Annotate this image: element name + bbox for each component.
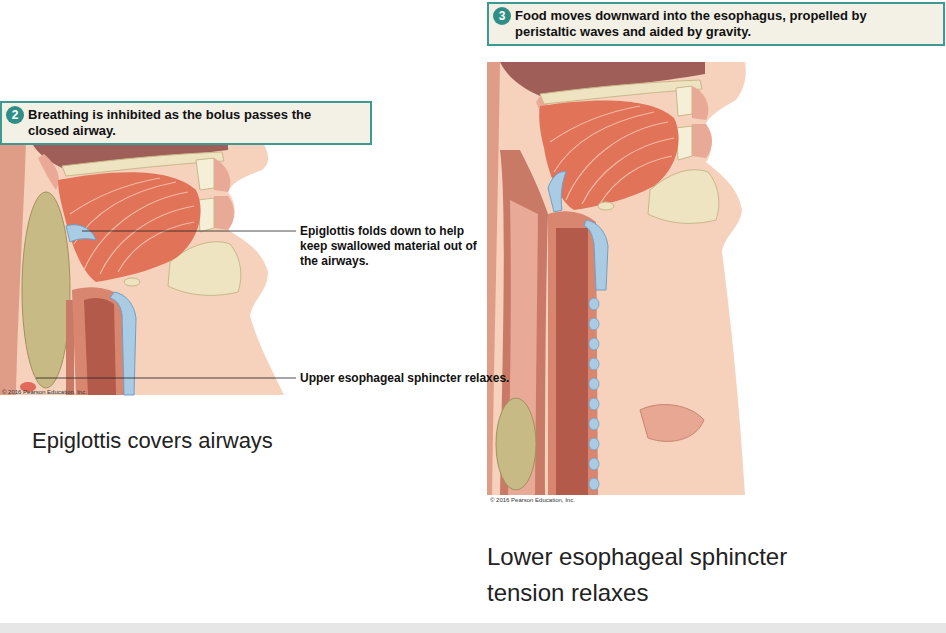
tongue-fibres bbox=[554, 112, 654, 172]
skin bbox=[0, 140, 284, 395]
hyoid-bone bbox=[598, 202, 614, 210]
tracheal-rings bbox=[589, 458, 599, 470]
step-callout-box: Breathing is inhibited as the bolus pass… bbox=[0, 101, 372, 145]
callout-number: 3 bbox=[493, 7, 511, 25]
tracheal-rings bbox=[589, 378, 599, 390]
tongue-fibres bbox=[550, 106, 674, 204]
leader-line bbox=[82, 231, 296, 232]
tracheal-rings bbox=[589, 338, 599, 350]
callout-text: Food moves downward into the esophagus, … bbox=[515, 8, 903, 40]
tracheal-rings bbox=[589, 358, 599, 370]
bolus bbox=[496, 398, 536, 490]
tongue-fibres bbox=[70, 178, 160, 214]
callout-number: 2 bbox=[6, 106, 24, 124]
upper-tooth bbox=[676, 86, 692, 116]
head-section-left bbox=[0, 140, 296, 395]
step-number: 3 bbox=[493, 7, 511, 25]
lower-lip bbox=[692, 124, 712, 158]
copyright-note: © 2016 Pearson Education, Inc. bbox=[490, 497, 620, 504]
soft-palate bbox=[38, 154, 59, 190]
epiglottis bbox=[66, 225, 96, 242]
tongue-fibres bbox=[70, 178, 194, 274]
tongue-fibres bbox=[550, 106, 640, 142]
callout-text: Breathing is inhibited as the bolus pass… bbox=[28, 107, 330, 139]
leader-line bbox=[36, 378, 296, 379]
part-label: Upper esophageal sphincter relaxes. bbox=[300, 371, 540, 386]
upper-tooth bbox=[196, 158, 214, 190]
esophagus bbox=[66, 300, 74, 395]
upper-lip bbox=[214, 158, 230, 192]
epiglottis bbox=[548, 172, 566, 212]
tracheal-rings bbox=[589, 318, 599, 330]
tracheal-rings bbox=[589, 298, 599, 490]
bottom-band bbox=[0, 623, 946, 633]
tongue-fibres bbox=[600, 156, 672, 204]
airway-lumen bbox=[84, 298, 116, 395]
step-callout-box: Food moves downward into the esophagus, … bbox=[487, 2, 945, 46]
tracheal-rings bbox=[589, 418, 599, 430]
step-number: 2 bbox=[6, 106, 24, 124]
tracheal-rings bbox=[589, 438, 599, 450]
lower-lip bbox=[214, 196, 234, 230]
bolus bbox=[22, 192, 70, 388]
skin bbox=[487, 62, 746, 495]
thyroid-gland bbox=[640, 405, 704, 442]
thyroid-cartilage bbox=[110, 292, 136, 395]
thyroid-cartilage bbox=[584, 220, 608, 290]
trachea bbox=[548, 211, 598, 495]
part-label: Epiglottis folds down to help keep swall… bbox=[300, 224, 492, 269]
hyoid-bone bbox=[124, 278, 140, 286]
slide-note: Lower esophageal sphincter tension relax… bbox=[487, 539, 807, 611]
tongue-fibres bbox=[118, 222, 194, 272]
tracheal-rings bbox=[589, 478, 599, 490]
tracheal-rings bbox=[589, 398, 599, 410]
tongue bbox=[58, 172, 201, 282]
tongue-fibres bbox=[582, 138, 674, 204]
copyright-note: © 2016 Pearson Education, Inc. bbox=[2, 389, 132, 396]
tracheal-rings bbox=[589, 298, 599, 310]
tongue-fibres bbox=[100, 206, 194, 274]
head-section-right bbox=[487, 62, 746, 495]
airway-lumen bbox=[556, 228, 588, 495]
slide-note: Epiglottis covers airways bbox=[32, 427, 372, 455]
upper-lip bbox=[692, 86, 708, 120]
